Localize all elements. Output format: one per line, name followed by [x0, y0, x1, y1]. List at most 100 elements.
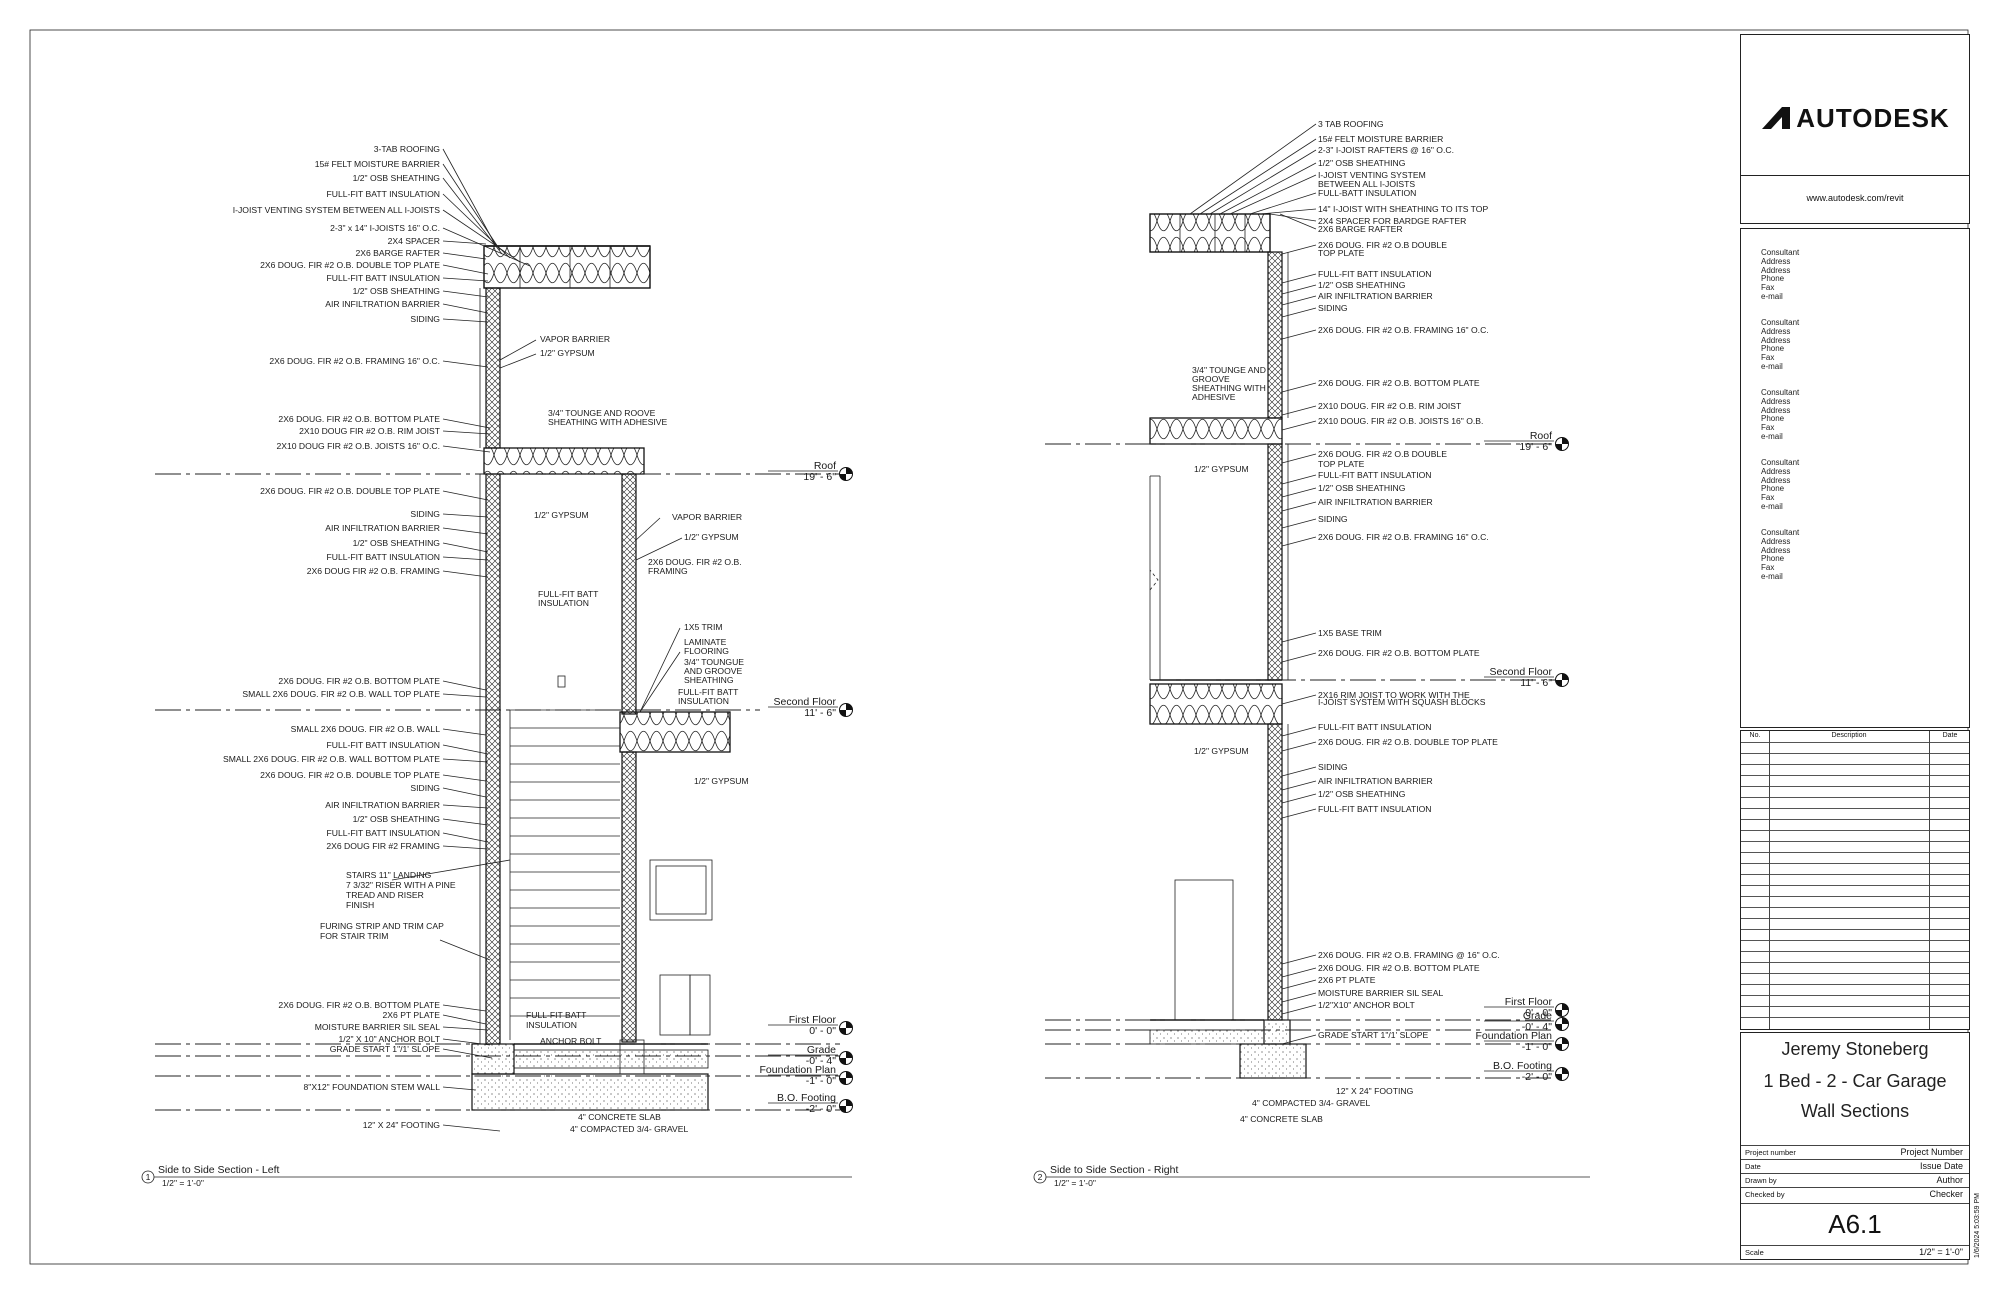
callout-label: AIR INFILTRATION BARRIER	[325, 523, 440, 533]
consultant-line: Address	[1761, 536, 1791, 546]
level-elevation: 19' - 6"	[1519, 441, 1552, 453]
callout-label: 2X6 DOUG. FIR #2 O.B DOUBLE	[1318, 240, 1447, 250]
callout-label: MOISTURE BARRIER SIL SEAL	[1318, 988, 1443, 998]
level-name: Foundation Plan	[1476, 1030, 1553, 1042]
level-name: First Floor	[789, 1014, 837, 1026]
inner-label: 3/4" TOUNGUE	[684, 657, 744, 667]
revision-row	[1741, 984, 1969, 985]
level-elevation: -1' - 0"	[1522, 1041, 1553, 1053]
inner-label: 4" COMPACTED 3/4- GRAVEL	[1252, 1098, 1371, 1108]
consultant-line: Address	[1761, 466, 1791, 476]
callout-label: 2X6 DOUG. FIR #2 O.B. FRAMING 16" O.C.	[269, 356, 440, 366]
inner-label: 1/2" GYPSUM	[1194, 746, 1249, 756]
inner-label: VAPOR BARRIER	[672, 512, 742, 522]
info-row: Project number Project Number	[1741, 1145, 1969, 1159]
consultant-line: e-mail	[1761, 571, 1783, 581]
inner-label: GROOVE	[1192, 374, 1230, 384]
callout-label: 2X10 DOUG FIR #2 O.B. JOISTS 16" O.C.	[276, 441, 440, 451]
callout-label: SMALL 2X6 DOUG. FIR #2 O.B. WALL TOP PLA…	[242, 689, 440, 699]
consultant-line: Consultant	[1761, 458, 1800, 467]
inner-label: FULL-FIT BATT	[538, 589, 599, 599]
callout-label: 1/2" OSB SHEATHING	[353, 286, 441, 296]
callout-label: 2X6 DOUG. FIR #2 O.B. FRAMING 16" O.C.	[1318, 532, 1489, 542]
callout-label: 2X6 DOUG. FIR #2 O.B. BOTTOM PLATE	[1318, 648, 1480, 658]
inner-label: 1/2" GYPSUM	[540, 348, 595, 358]
consultant-line: Address	[1761, 475, 1791, 485]
revision-row	[1741, 742, 1969, 743]
revision-row	[1741, 973, 1969, 974]
revision-row	[1741, 995, 1969, 996]
left-level-lines	[155, 473, 840, 1111]
inner-label: 4" CONCRETE SLAB	[578, 1112, 661, 1122]
callout-label: TOP PLATE	[1318, 248, 1365, 258]
project-info-panel: Jeremy Stoneberg 1 Bed - 2 - Car Garage …	[1740, 1032, 1970, 1260]
left-view-number: 1	[146, 1172, 151, 1182]
callout-label: AIR INFILTRATION BARRIER	[1318, 776, 1433, 786]
callout-label: AIR INFILTRATION BARRIER	[1318, 291, 1433, 301]
consultant-line: Phone	[1761, 484, 1785, 494]
revision-row	[1741, 1006, 1969, 1007]
revision-row	[1741, 819, 1969, 820]
callout-label: 1/2" OSB SHEATHING	[353, 814, 441, 824]
callout-label: 3-TAB ROOFING	[374, 144, 441, 154]
inner-label: 1/2" GYPSUM	[694, 776, 749, 786]
level-target-icon	[839, 1099, 853, 1113]
project-name: 1 Bed - 2 - Car Garage	[1763, 1071, 1947, 1091]
callout-label: 15# FELT MOISTURE BARRIER	[315, 159, 440, 169]
consultant-line: Fax	[1761, 283, 1775, 293]
consultant-line: e-mail	[1761, 431, 1783, 441]
consultant-line: Address	[1761, 326, 1791, 336]
right-view-scale: 1/2" = 1'-0"	[1054, 1178, 1096, 1188]
callout-label: AIR INFILTRATION BARRIER	[325, 800, 440, 810]
level-target-icon	[839, 467, 853, 481]
callout-label: FULL-FIT BATT INSULATION	[327, 828, 440, 838]
right-view-name: Side to Side Section - Right	[1050, 1164, 1178, 1176]
revision-row	[1741, 863, 1969, 864]
right-section-drawing	[1149, 213, 1307, 1079]
callout-label: GRADE START 1"/1' SLOPE	[330, 1044, 441, 1054]
callout-label: 1X5 BASE TRIM	[1318, 628, 1382, 638]
print-timestamp: 1/6/2024 5:03:59 PM	[1974, 1193, 1981, 1258]
callout-label: SIDING	[1318, 303, 1348, 313]
inner-label: 1X5 TRIM	[684, 622, 723, 632]
info-value: Project Number	[1900, 1147, 1963, 1157]
rev-col-date: Date	[1942, 732, 1958, 739]
level-target-icon	[1555, 1003, 1569, 1017]
inner-label: 1/2" GYPSUM	[534, 510, 589, 520]
consultant-line: Fax	[1761, 563, 1775, 573]
info-key: Project number	[1745, 1148, 1796, 1157]
callout-label: 1/2" X 10" ANCHOR BOLT	[339, 1034, 441, 1044]
callout-label: 2X6 DOUG. FIR #2 O.B. DOUBLE TOP PLATE	[260, 260, 440, 270]
inner-label: TREAD AND RISER	[346, 890, 424, 900]
callout-label: 15# FELT MOISTURE BARRIER	[1318, 134, 1443, 144]
website-url[interactable]: www.autodesk.com/revit	[1806, 193, 1904, 203]
callout-label: FULL-FIT BATT INSULATION	[327, 273, 440, 283]
callout-label: 2X4 SPACER	[388, 236, 440, 246]
level-target-icon	[1555, 437, 1569, 451]
revision-row	[1741, 841, 1969, 842]
callout-label: FULL-FIT BATT INSULATION	[327, 740, 440, 750]
revision-row	[1741, 852, 1969, 853]
callout-label: 2X6 DOUG. FIR #2 O.B. BOTTOM PLATE	[1318, 963, 1480, 973]
callout-label: 12" X 24" FOOTING	[363, 1120, 441, 1130]
callout-label: 2X6 DOUG. FIR #2 O.B DOUBLE	[1318, 449, 1447, 459]
callout-label: 2X6 PT PLATE	[1318, 975, 1376, 985]
revision-row	[1741, 830, 1969, 831]
inner-label: VAPOR BARRIER	[540, 334, 610, 344]
revision-row	[1741, 885, 1969, 886]
inner-label: ADHESIVE	[1192, 392, 1236, 402]
inner-label: STAIRS 11" LANDING	[346, 870, 432, 880]
inner-label: SHEATHING	[684, 675, 734, 685]
left-view-scale: 1/2" = 1'-0"	[162, 1178, 204, 1188]
callout-label: FULL-FIT BATT INSULATION	[327, 189, 440, 199]
revision-row	[1741, 874, 1969, 875]
inner-label: INSULATION	[678, 696, 729, 706]
